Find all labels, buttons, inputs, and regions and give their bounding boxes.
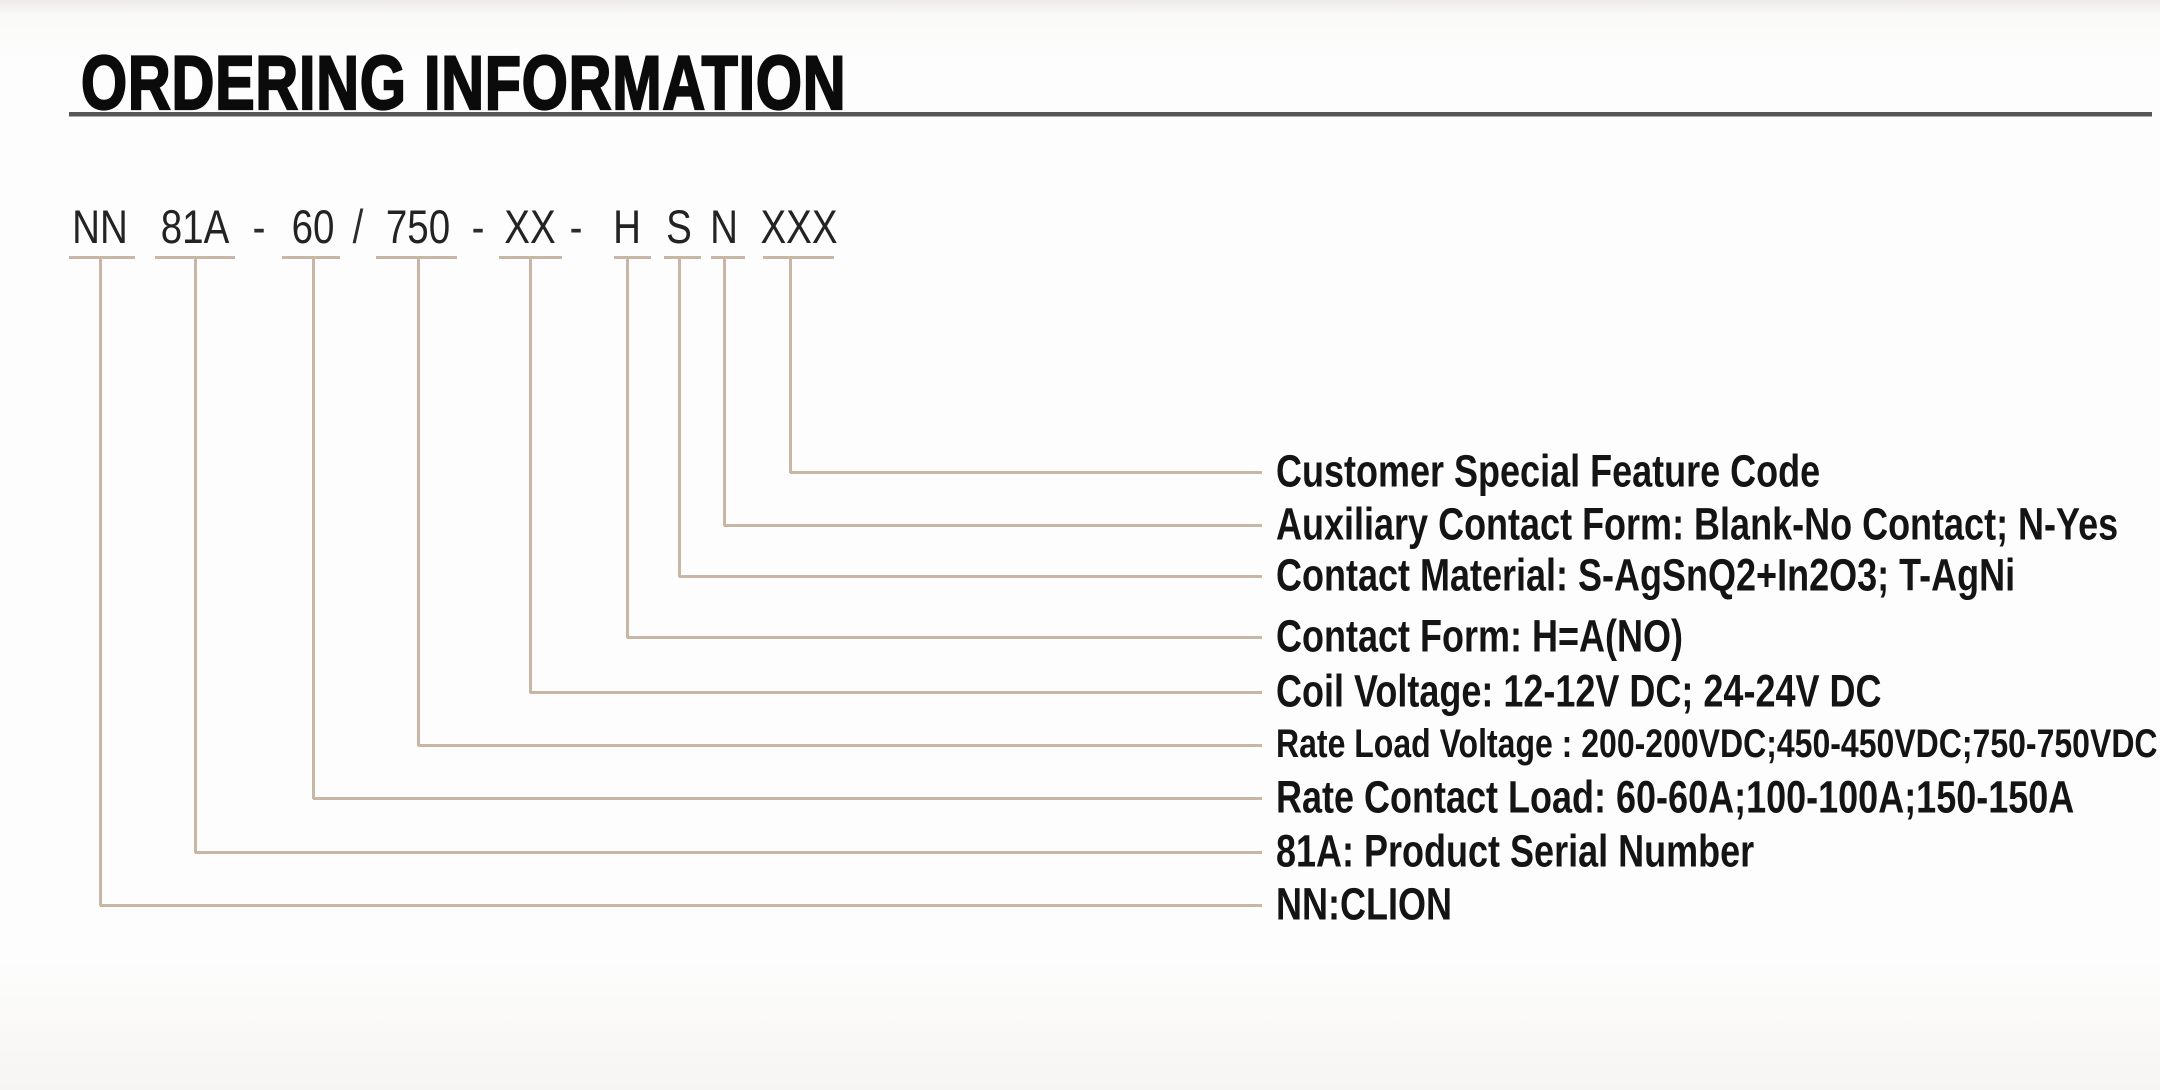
- connector-horizontal: [418, 744, 1262, 747]
- part-code-separator: /: [352, 200, 364, 253]
- part-code-segment: XX: [504, 200, 556, 253]
- connector-vertical: [529, 259, 532, 693]
- connector-horizontal: [313, 797, 1262, 800]
- legend-label: Contact Form: H=A(NO): [1276, 610, 1683, 662]
- code-underline-bar: [763, 256, 834, 259]
- connector-horizontal: [530, 691, 1262, 694]
- code-underline-bar: [282, 256, 340, 259]
- legend-label: Rate Contact Load: 60-60A;100-100A;150-1…: [1276, 771, 2075, 823]
- legend-label: Customer Special Feature Code: [1276, 445, 1821, 497]
- part-code-segment: H: [613, 200, 641, 253]
- title-underline-rule: [69, 112, 2152, 117]
- part-code-separator: -: [252, 200, 266, 253]
- legend-label: NN:CLION: [1276, 878, 1452, 930]
- part-code-separator: -: [569, 200, 583, 253]
- code-underline-bar: [376, 256, 457, 259]
- connector-vertical: [789, 259, 792, 473]
- part-code-segment: 750: [385, 200, 451, 253]
- connector-horizontal: [724, 524, 1262, 527]
- connector-horizontal: [195, 851, 1262, 854]
- code-underline-bar: [664, 256, 701, 259]
- connector-vertical: [99, 259, 102, 906]
- connector-vertical: [723, 259, 726, 526]
- legend-label: 81A: Product Serial Number: [1276, 825, 1755, 877]
- section-title: ORDERING INFORMATION: [80, 41, 847, 126]
- connector-vertical: [194, 259, 197, 853]
- legend-label: Rate Load Voltage : 200-200VDC;450-450VD…: [1276, 722, 2158, 767]
- part-code-segment: NN: [72, 200, 128, 253]
- code-underline-bar: [69, 256, 135, 259]
- part-code-segment: 60: [291, 200, 335, 253]
- part-code-segment: XXX: [760, 200, 838, 253]
- connector-vertical: [626, 259, 629, 638]
- code-underline-bar: [155, 256, 235, 259]
- connector-horizontal: [627, 636, 1262, 639]
- part-code-segment: S: [666, 200, 692, 253]
- connector-horizontal: [679, 575, 1262, 578]
- connector-vertical: [678, 259, 681, 577]
- legend-label: Coil Voltage: 12-12V DC; 24-24V DC: [1276, 665, 1882, 717]
- code-underline-bar: [499, 256, 562, 259]
- part-code-segment: N: [710, 200, 738, 253]
- connector-vertical: [312, 259, 315, 799]
- code-underline-bar: [711, 256, 745, 259]
- part-code-segment: 81A: [160, 200, 230, 253]
- connector-vertical: [417, 259, 420, 746]
- part-code-separator: -: [471, 200, 485, 253]
- code-underline-bar: [614, 256, 651, 259]
- connector-horizontal: [790, 471, 1262, 474]
- legend-label: Auxiliary Contact Form: Blank-No Contact…: [1276, 498, 2119, 550]
- connector-horizontal: [100, 904, 1262, 907]
- legend-label: Contact Material: S-AgSnQ2+In2O3; T-AgNi: [1276, 549, 2016, 601]
